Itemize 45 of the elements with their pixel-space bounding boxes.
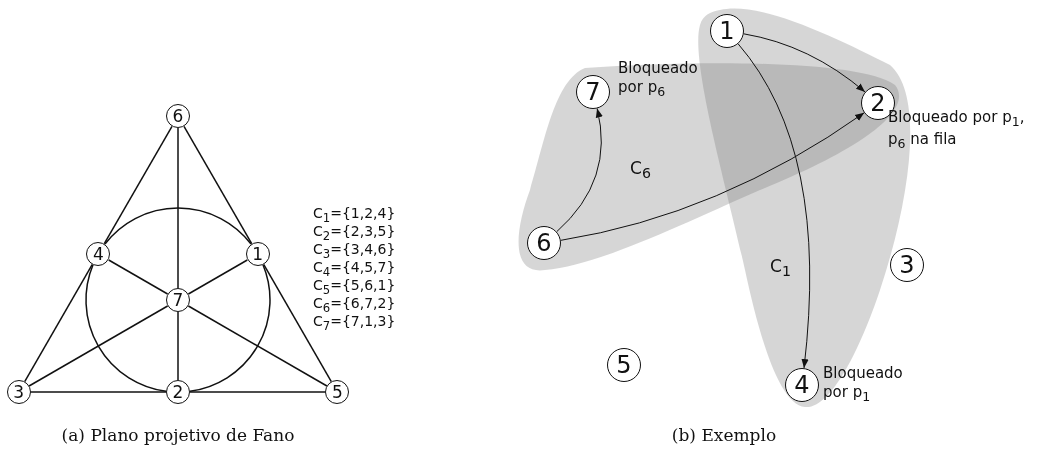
vertex-circle: 7 xyxy=(576,75,610,109)
arrow xyxy=(737,43,811,369)
arrow xyxy=(743,33,866,93)
vertex-circle: 3 xyxy=(890,248,924,282)
connecting-line xyxy=(189,391,327,393)
annotation-text: Bloqueado por p$_{6}$ xyxy=(618,59,699,100)
connecting-line xyxy=(29,391,167,393)
arrow xyxy=(556,108,603,233)
set-definition: C$_{4}$={4,5,7} xyxy=(313,259,396,279)
set-definition: C$_{5}$={5,6,1} xyxy=(313,277,396,297)
connecting-line xyxy=(103,125,173,245)
connecting-line xyxy=(104,207,252,245)
connecting-line xyxy=(187,305,328,387)
vertex-circle: 7 xyxy=(166,288,190,312)
connecting-line xyxy=(177,311,179,381)
vertex-circle: 5 xyxy=(325,380,350,404)
connecting-line xyxy=(23,263,94,383)
vertex-circle: 5 xyxy=(607,348,641,382)
connecting-line xyxy=(187,259,249,295)
vertex-circle: 6 xyxy=(527,226,561,260)
set-definition: C$_{6}$={6,7,2} xyxy=(313,295,396,315)
set-definition: C$_{2}$={2,3,5} xyxy=(313,223,396,243)
connecting-line xyxy=(177,127,179,289)
vertex-circle: 1 xyxy=(245,242,270,266)
vertex-circle: 6 xyxy=(166,104,190,128)
figure-caption: (a) Plano projetivo de Fano xyxy=(61,425,295,447)
vertex-circle: 3 xyxy=(6,380,31,404)
region-label: C$_{6}$ xyxy=(630,158,651,184)
set-definition: C$_{1}$={1,2,4} xyxy=(313,205,396,225)
annotation-text: Bloqueado por p$_{1}$ xyxy=(823,364,904,405)
vertex-circle: 2 xyxy=(166,380,190,404)
connecting-line xyxy=(183,125,253,245)
vertex-circle: 1 xyxy=(710,14,744,48)
region-label: C$_{1}$ xyxy=(770,256,791,282)
connecting-line xyxy=(107,259,169,295)
connecting-line xyxy=(85,264,167,392)
set-definition: C$_{3}$={3,4,6} xyxy=(313,241,396,261)
set-definition: C$_{7}$={7,1,3} xyxy=(313,313,396,334)
connecting-line xyxy=(262,263,333,383)
vertex-circle: 4 xyxy=(86,242,111,266)
arrow xyxy=(560,112,865,241)
connecting-line xyxy=(189,264,271,392)
vertex-circle: 4 xyxy=(785,368,819,402)
figure-caption: (b) Exemplo xyxy=(671,425,777,447)
connecting-line xyxy=(28,305,169,387)
